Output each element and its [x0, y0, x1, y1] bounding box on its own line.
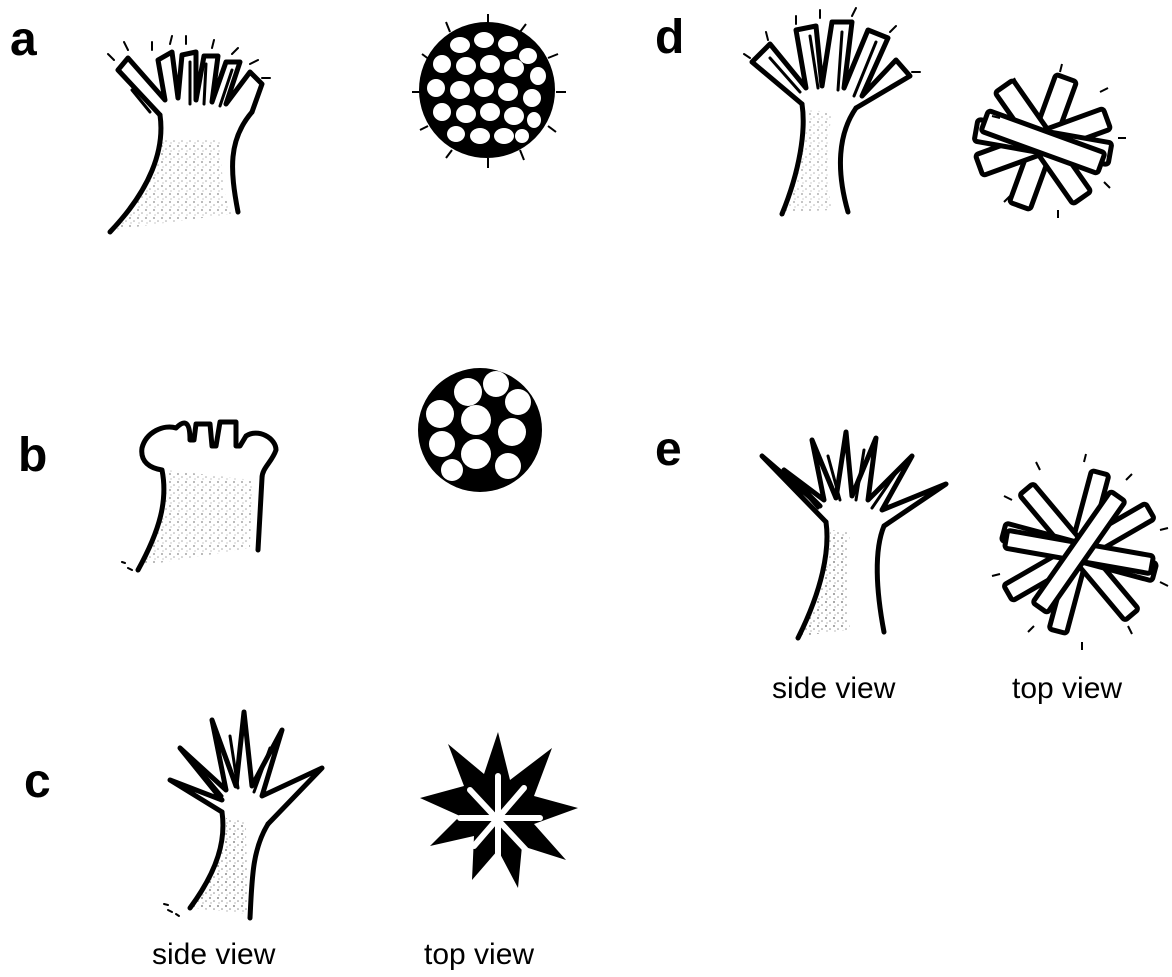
panel-e-top-view [992, 454, 1168, 650]
panel-d-top-view [974, 64, 1126, 218]
panel-a-side-view [108, 36, 270, 232]
panel-d-side-view [744, 8, 920, 214]
panel-b-side-view [122, 422, 276, 570]
panel-b-top-view [418, 368, 542, 492]
panel-c-top-view [420, 732, 578, 888]
panel-c-side-view [164, 712, 322, 918]
panel-e-side-view [762, 432, 946, 638]
panel-a-top-view [412, 14, 566, 168]
